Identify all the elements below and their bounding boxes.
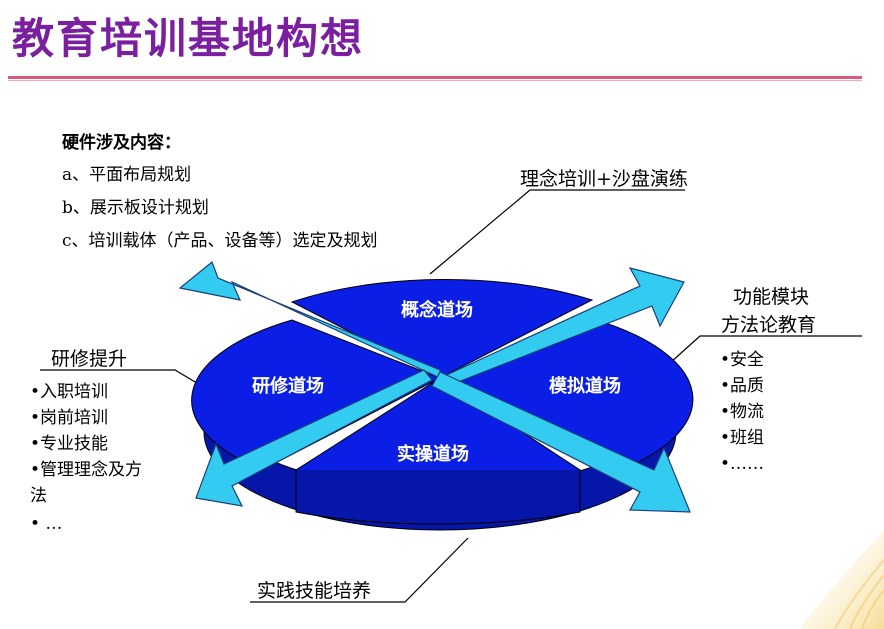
arrow-lower-left	[195, 369, 433, 507]
hardware-item-b: b、展示板设计规划	[62, 198, 209, 218]
callout-line-bottom	[250, 537, 469, 603]
list-item: •物流	[720, 402, 765, 422]
page-title: 教育培训基地构想	[12, 14, 365, 63]
callout-line-top-right	[429, 189, 685, 275]
arrows	[178, 261, 691, 513]
callout-bottom: 实践技能培养	[257, 580, 372, 602]
callout-top-right: 理念培训+沙盘演练	[520, 168, 688, 190]
segment-top	[290, 279, 594, 379]
hardware-heading: 硬件涉及内容：	[62, 133, 181, 153]
segment-label-top: 概念道场	[401, 299, 473, 321]
list-item: •班组	[720, 428, 765, 448]
list-item: •……	[720, 454, 765, 474]
list-item: •管理理念及方	[30, 460, 143, 480]
callout-right-line2: 方法论教育	[721, 314, 817, 336]
corner-decoration	[800, 530, 884, 629]
arrow-lower-right	[431, 371, 691, 513]
list-item: •岗前培训	[30, 408, 109, 428]
hardware-item-c: c、培训载体（产品、设备等）选定及规划	[62, 231, 378, 251]
list-item: •入职培训	[30, 382, 109, 402]
segment-label-right: 模拟道场	[549, 375, 621, 397]
arrow-upper-right	[438, 267, 685, 387]
hardware-item-a: a、平面布局规划	[62, 165, 192, 185]
title-divider-thin	[8, 80, 862, 81]
list-item: • …	[30, 514, 63, 534]
list-item: •专业技能	[30, 434, 109, 454]
callout-right-line1: 功能模块	[733, 286, 810, 308]
list-item: •品质	[720, 376, 765, 396]
arrow-upper-left	[178, 261, 441, 379]
segment-bottom-side	[295, 470, 581, 525]
segment-left	[191, 319, 442, 471]
list-item: •安全	[720, 350, 765, 370]
segment-label-bottom: 实操道场	[397, 443, 469, 465]
segment-label-left: 研修道场	[252, 375, 324, 397]
list-item: 法	[30, 486, 47, 506]
title-divider	[8, 76, 862, 79]
callout-left: 研修提升	[51, 348, 128, 370]
